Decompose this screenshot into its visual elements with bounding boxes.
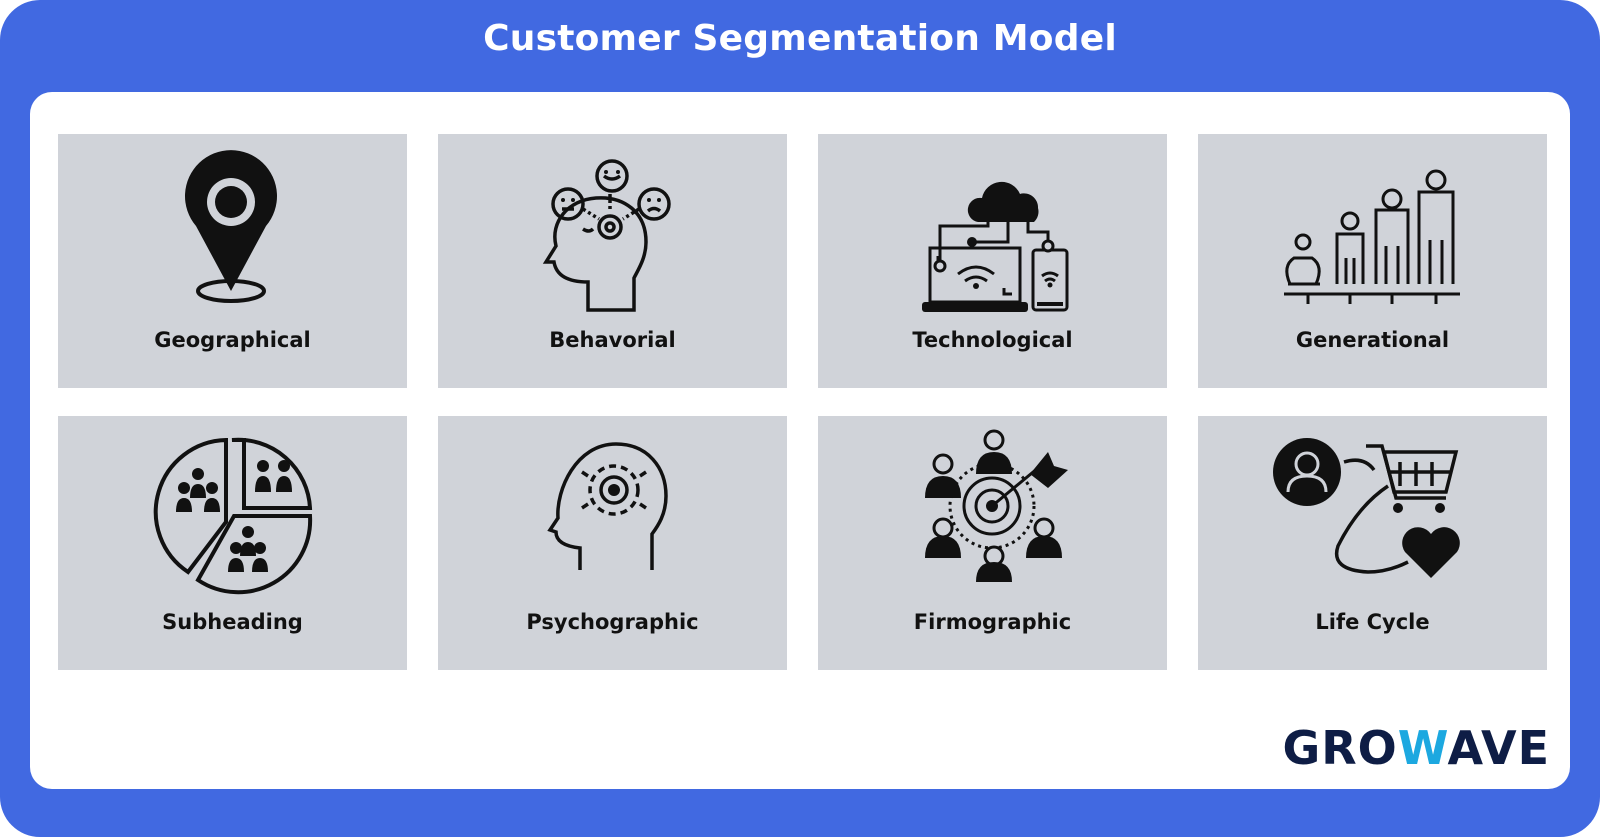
segment-card-life-cycle: Life Cycle [1198, 416, 1547, 670]
segment-card-geographical: Geographical [58, 134, 407, 388]
segment-card-firmographic: Firmographic [818, 416, 1167, 670]
segments-panel: Geographical [30, 92, 1570, 789]
segment-label: Psychographic [526, 610, 699, 634]
growave-logo: GROWAVE [1283, 721, 1551, 775]
segment-label: Technological [912, 328, 1073, 352]
segment-card-subheading: Subheading [58, 416, 407, 670]
page-title: Customer Segmentation Model [483, 18, 1117, 59]
segment-label: Geographical [154, 328, 311, 352]
devices-cloud-icon [922, 181, 1069, 312]
segment-label: Generational [1295, 328, 1450, 352]
segment-label: Behavorial [549, 328, 676, 352]
segment-label: Subheading [162, 610, 303, 634]
segment-label: Life Cycle [1315, 610, 1430, 634]
segment-card-generational: Generational [1198, 134, 1547, 388]
head-emotions-icon [542, 159, 671, 312]
logo-accent-letter: W [1397, 721, 1448, 775]
segment-card-behavorial: Behavorial [438, 134, 787, 388]
pie-groups-icon [153, 437, 313, 595]
segment-card-technological: Technological [818, 134, 1167, 388]
target-people-icon [925, 429, 1068, 582]
logo-text-part: GRO [1282, 721, 1398, 775]
segment-label: Firmographic [913, 610, 1072, 634]
customer-journey-icon [1273, 438, 1460, 578]
segment-card-psychographic: Psychographic [438, 416, 787, 670]
logo-text-part: AVE [1447, 721, 1550, 775]
age-growth-icon [1284, 169, 1460, 304]
location-pin-icon [185, 150, 277, 303]
head-gear-icon [547, 442, 668, 570]
